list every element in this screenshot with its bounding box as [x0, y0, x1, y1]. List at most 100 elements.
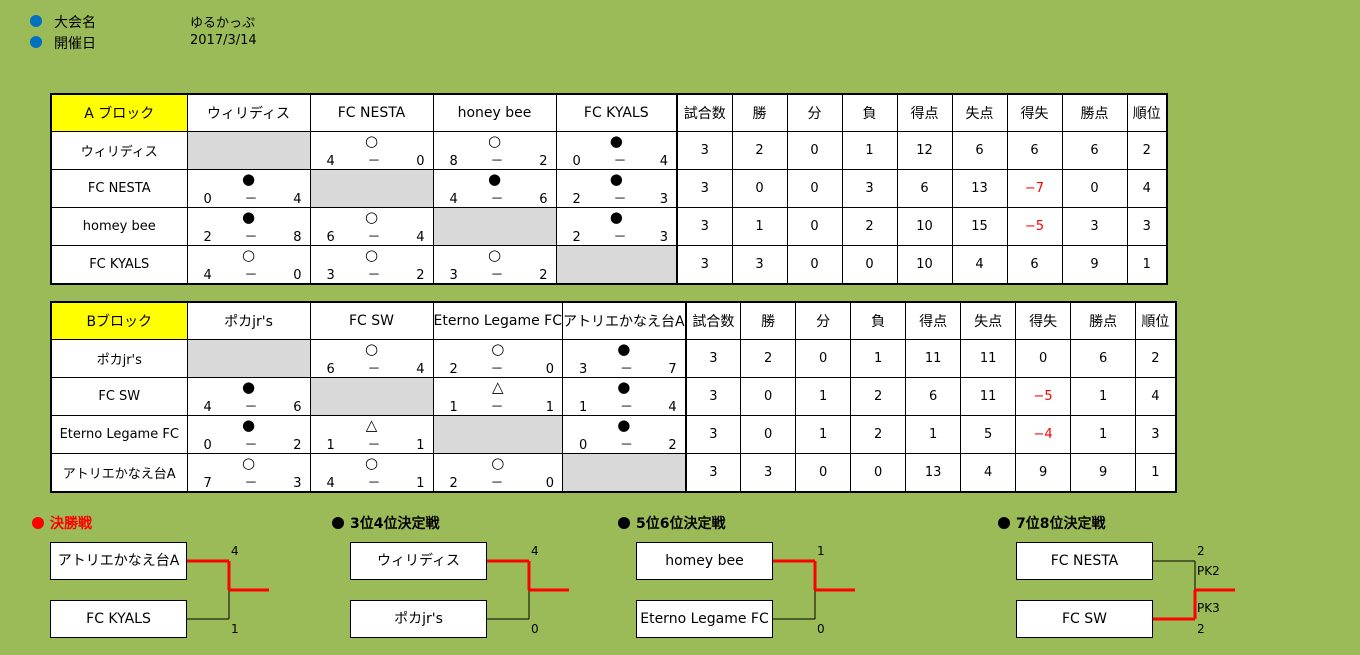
match-result-cell: ○2－0 [432, 453, 564, 493]
stat-header: 得点 [896, 93, 953, 132]
score-dash: － [367, 362, 381, 377]
score-against: 4 [416, 362, 425, 377]
loss-circle-icon: ● [609, 208, 623, 226]
score-against: 6 [293, 400, 302, 415]
team-row-name: アトリエかなえ台A [50, 453, 188, 493]
match-result-cell: ●0－2 [562, 415, 687, 454]
date-label: 開催日 [54, 36, 96, 52]
stat-value: 0 [731, 169, 788, 208]
score-dash: － [613, 192, 627, 207]
loss-circle-icon: ● [241, 378, 256, 396]
stat-header: 勝点 [1061, 93, 1128, 132]
win-circle-icon: ○ [491, 340, 505, 358]
bullet-icon [30, 15, 42, 27]
stat-value: 0 [850, 453, 907, 493]
score-for: 7 [203, 476, 212, 491]
knockout-pk-top: PK2 [1197, 564, 1220, 578]
knockout-pk-bottom: PK3 [1197, 601, 1220, 615]
score-for: 0 [203, 192, 212, 207]
score-against: 1 [416, 438, 425, 453]
tournament-name-row: 大会名 ゆるかっぷ [30, 12, 330, 33]
match-result-cell: ○6－4 [309, 339, 434, 378]
bullet-icon [30, 36, 42, 48]
score-dash: － [244, 268, 258, 283]
knockout-team-top: homey bee [636, 542, 773, 580]
match-result-cell: ●0－2 [186, 415, 311, 454]
score-for: 0 [203, 438, 212, 453]
score-dash: － [367, 230, 381, 245]
stat-value: 0 [740, 377, 797, 416]
loss-circle-icon: ● [617, 340, 631, 358]
score-against: 0 [545, 476, 555, 491]
score-dash: － [367, 268, 381, 283]
empty-cell [432, 207, 557, 246]
team-row-name: ウィリディス [50, 131, 188, 170]
match-result-cell: ○2－0 [432, 339, 564, 378]
knockout-score-top: 4 [531, 544, 539, 558]
knockout-team-top: FC NESTA [1016, 542, 1153, 580]
stat-value: 2 [850, 415, 907, 454]
stat-value: 12 [896, 131, 953, 170]
team-row-name: Eterno Legame FC [50, 415, 188, 454]
stat-value: 10 [896, 207, 953, 246]
score-against: 3 [659, 230, 668, 245]
knockout-team-bottom: ポカjr's [350, 600, 487, 638]
score-for: 0 [579, 438, 588, 453]
win-circle-icon: ○ [241, 454, 256, 472]
stat-value: 3 [685, 339, 742, 378]
score-against: 2 [539, 154, 548, 169]
score-for: 2 [572, 192, 581, 207]
empty-cell [309, 169, 434, 208]
score-dash: － [490, 362, 504, 377]
score-dash: － [620, 438, 634, 453]
score-dash: － [490, 154, 504, 169]
knockout-team-top: アトリエかなえ台A [50, 542, 187, 580]
knockout-title: 決勝戦 [32, 513, 92, 533]
knockout-score-bottom: 2 [1197, 622, 1205, 636]
score-dash: － [613, 154, 627, 169]
score-against: 3 [659, 192, 668, 207]
score-dash: － [490, 476, 504, 491]
bullet-icon [32, 517, 44, 529]
stat-value: 0 [740, 415, 797, 454]
tournament-name-value: ゆるかっぷ [190, 16, 256, 31]
win-circle-icon: ○ [364, 340, 379, 358]
stat-value: 4 [1126, 169, 1168, 208]
date-value: 2017/3/14 [190, 33, 257, 48]
stat-value: 15 [951, 207, 1008, 246]
stat-header: 勝 [731, 93, 788, 132]
score-against: 7 [668, 362, 677, 377]
knockout-score-bottom: 1 [231, 622, 239, 636]
stat-header: 試合数 [676, 93, 733, 132]
stat-value: 4 [960, 453, 1017, 493]
match-result-cell: ○3－2 [432, 245, 557, 285]
score-for: 0 [572, 154, 581, 169]
stat-header: 試合数 [685, 301, 742, 340]
score-for: 8 [449, 154, 458, 169]
win-circle-icon: ○ [364, 454, 379, 472]
stat-header: 分 [795, 301, 852, 340]
score-against: 0 [293, 268, 302, 283]
score-dash: － [244, 230, 258, 245]
match-result-cell: △1－1 [432, 377, 564, 416]
team-column-header: FC KYALS [555, 93, 678, 132]
team-row-name: ポカjr's [50, 339, 188, 378]
stat-value: 3 [685, 453, 742, 493]
stat-value: 9 [1070, 453, 1137, 493]
stat-value: 13 [951, 169, 1008, 208]
draw-triangle-icon: △ [491, 378, 504, 396]
team-column-header: honey bee [432, 93, 557, 132]
score-against: 8 [293, 230, 302, 245]
score-against: 2 [416, 268, 425, 283]
score-for: 2 [203, 230, 212, 245]
knockout-title: 3位4位決定戦 [332, 513, 439, 533]
empty-cell [562, 453, 687, 493]
match-result-cell: ●0－4 [555, 131, 678, 170]
match-result-cell: ○3－2 [309, 245, 434, 285]
win-circle-icon: ○ [364, 246, 379, 264]
score-against: 4 [659, 154, 668, 169]
score-dash: － [244, 438, 258, 453]
match-result-cell: △1－1 [309, 415, 434, 454]
